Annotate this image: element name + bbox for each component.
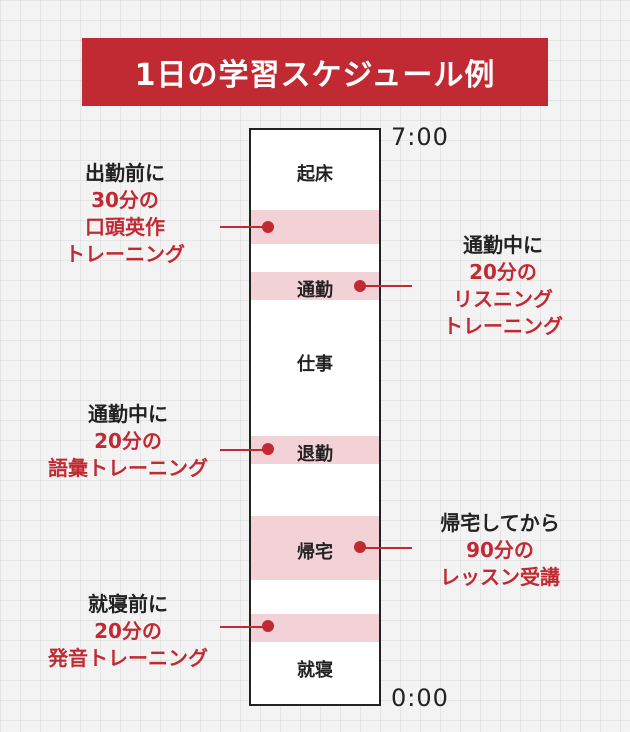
time-label-end: 0:00 — [391, 684, 449, 712]
schedule-timeline: 起床 通勤 仕事 退勤 帰宅 就寝 — [249, 128, 381, 706]
annotation-before-work: 出勤前に 30分の 口頭英作 トレーニング — [50, 160, 200, 268]
time-label-start: 7:00 — [391, 123, 449, 151]
annotation-home: 帰宅してから 90分の レッスン受講 — [410, 510, 590, 591]
activity-leave-work: 退勤 — [297, 444, 333, 465]
activity-commute: 通勤 — [297, 280, 333, 301]
connector-line-5 — [220, 626, 268, 628]
activity-work: 仕事 — [297, 354, 333, 375]
annotation-lead: 就寝前に — [88, 592, 168, 616]
annotation-line: レッスン受講 — [440, 565, 560, 589]
annotation-before-bed: 就寝前に 20分の 発音トレーニング — [38, 591, 218, 672]
title-banner: 1日の学習スケジュール例 — [82, 38, 548, 106]
annotation-line: 20分の — [94, 429, 162, 453]
connector-dot-5 — [262, 620, 274, 632]
annotation-line: トレーニング — [443, 314, 563, 338]
annotation-line: トレーニング — [65, 242, 185, 266]
activity-sleep: 就寝 — [297, 660, 333, 681]
annotation-lead: 帰宅してから — [440, 511, 560, 535]
annotation-line: 語彙トレーニング — [48, 456, 208, 480]
connector-dot-4 — [354, 541, 366, 553]
connector-line-1 — [220, 226, 268, 228]
annotation-lead: 出勤前に — [85, 161, 165, 185]
connector-dot-3 — [262, 443, 274, 455]
connector-line-3 — [220, 449, 268, 451]
annotation-line: リスニング — [453, 287, 553, 311]
connector-line-2 — [360, 285, 412, 287]
annotation-leave-work: 通勤中に 20分の 語彙トレーニング — [38, 401, 218, 482]
title-text: 1日の学習スケジュール例 — [134, 58, 496, 93]
annotation-line: 30分の — [91, 188, 159, 212]
activity-return-home: 帰宅 — [297, 542, 333, 563]
annotation-line: 20分の — [469, 260, 537, 284]
annotation-lead: 通勤中に — [88, 402, 168, 426]
annotation-lead: 通勤中に — [463, 233, 543, 257]
connector-dot-2 — [354, 280, 366, 292]
annotation-line: 90分の — [466, 538, 534, 562]
annotation-commute: 通勤中に 20分の リスニング トレーニング — [418, 232, 588, 340]
annotation-line: 発音トレーニング — [48, 646, 208, 670]
connector-line-4 — [360, 547, 412, 549]
activity-wake-up: 起床 — [297, 164, 333, 185]
annotation-line: 口頭英作 — [85, 215, 165, 239]
annotation-line: 20分の — [94, 619, 162, 643]
connector-dot-1 — [262, 221, 274, 233]
